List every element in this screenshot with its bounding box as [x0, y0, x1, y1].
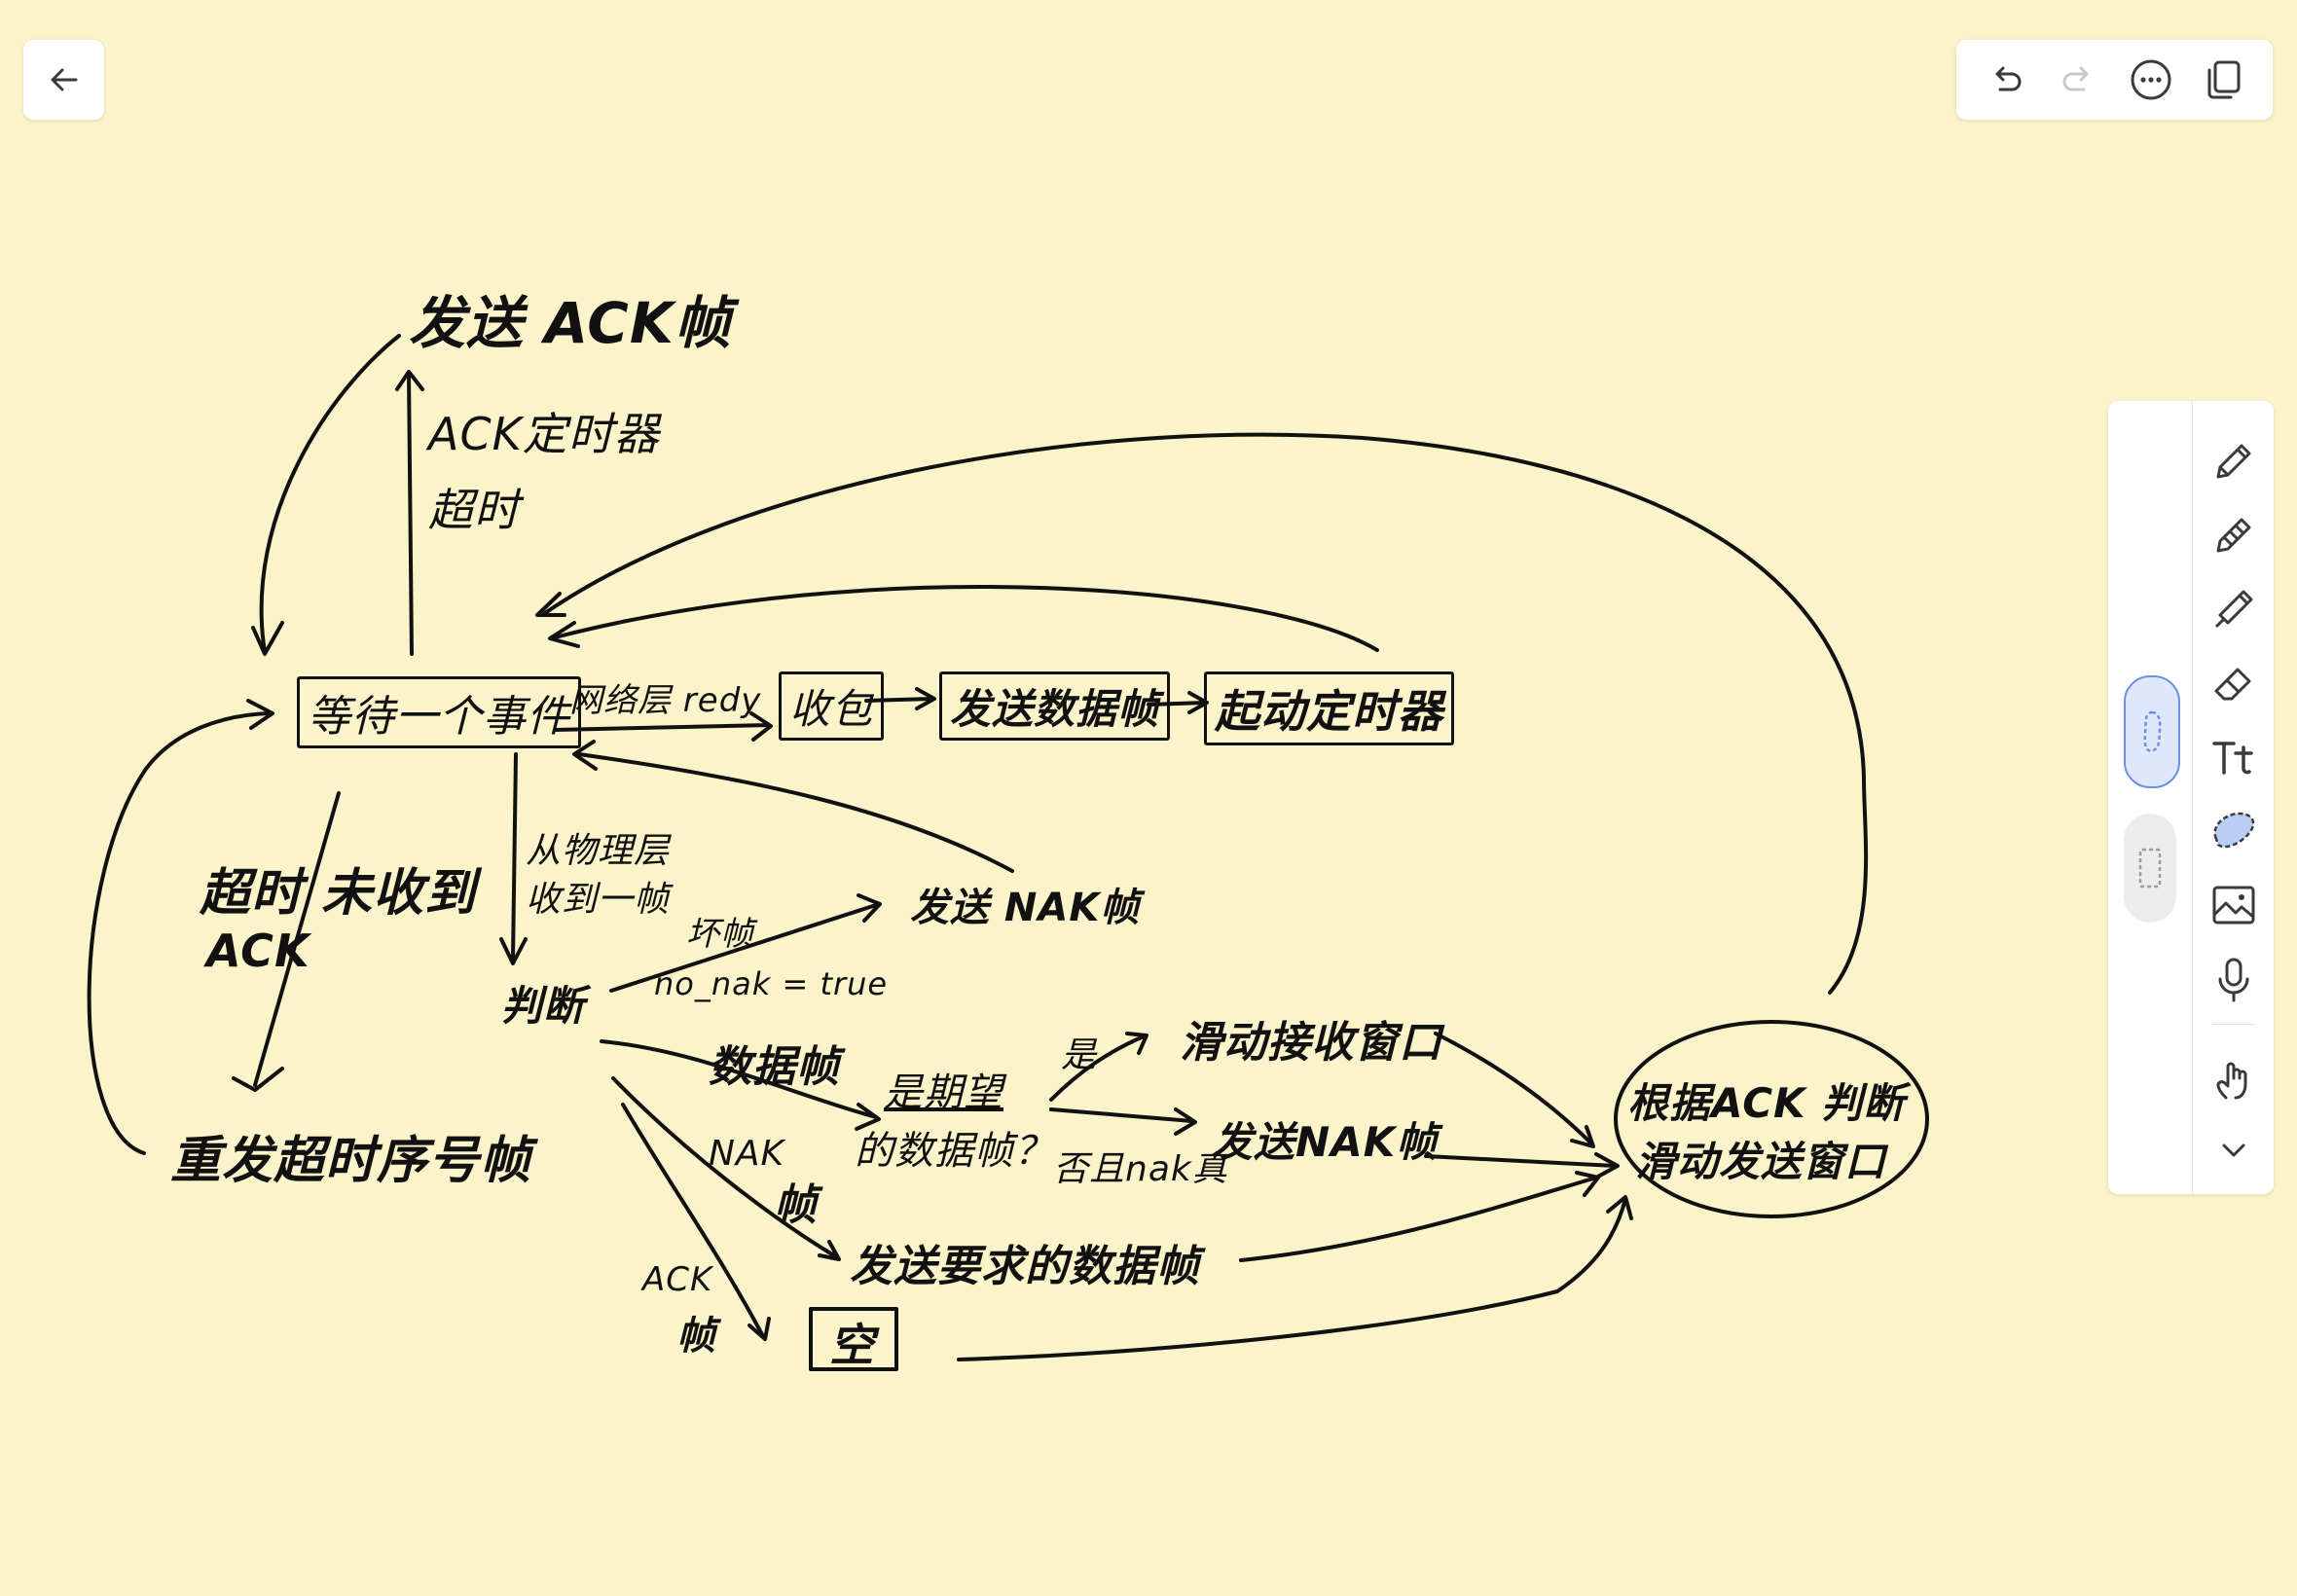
- yes-label: 是: [1061, 1035, 1098, 1075]
- pen-icon: [2216, 444, 2251, 479]
- no-and-nak-label: 否且nak真: [1053, 1149, 1228, 1189]
- ack-frame-arrow: [621, 1103, 771, 1341]
- expected-frame-label: 的数据帧？: [855, 1129, 1054, 1174]
- timeout-no-ack-label: 超时 未收到: [200, 864, 477, 923]
- judge-label: 判断: [501, 982, 586, 1030]
- eraser-tool[interactable]: [2208, 658, 2259, 708]
- toolbar-divider: [2212, 1024, 2255, 1025]
- timer-loop-arrow: [548, 585, 1379, 652]
- expected-to-yes-arrow: [1049, 1032, 1148, 1102]
- more-button[interactable]: [2126, 54, 2176, 105]
- undo-button[interactable]: [1981, 54, 2031, 105]
- arrow-left-icon: [51, 68, 77, 91]
- tool-column: [2192, 401, 2275, 1194]
- judge-ack-ellipse: [1614, 1020, 1929, 1218]
- highlighter-tool[interactable]: [2208, 584, 2259, 635]
- undo-icon: [1995, 66, 2022, 91]
- pencil-tool[interactable]: [2208, 510, 2259, 561]
- nak-back-arrow: [572, 740, 1014, 873]
- redo-icon: [2062, 66, 2089, 91]
- touch-icon: [2216, 1062, 2247, 1100]
- ack-loop-arrow: [251, 334, 401, 656]
- resend-loop-arrow: [87, 699, 274, 1155]
- data-frame-label: 数据帧: [709, 1042, 840, 1092]
- text-icon: [2212, 742, 2253, 775]
- data-frame-arrow: [600, 1039, 881, 1131]
- requested-to-judge-arrow: [1239, 1171, 1600, 1262]
- send-nak-label: 发送 NAK帧: [910, 886, 1141, 930]
- bad-frame-label: 坏帧: [686, 915, 754, 954]
- receive-box: 收包: [779, 671, 885, 741]
- touch-tool[interactable]: [2208, 1053, 2259, 1104]
- copy-icon: [2207, 60, 2241, 99]
- ack-frame-char-label: 帧: [676, 1314, 716, 1359]
- send-ack-label: 发送 ACK帧: [409, 290, 732, 356]
- top-toolbar: [1956, 40, 2273, 120]
- received-frame-label: 收到一帧: [526, 880, 671, 920]
- wait-to-receive-arrow: [553, 711, 773, 742]
- slide-send-window-label: 滑动发送窗口: [1635, 1138, 1887, 1185]
- chevron-down-icon: [2222, 1143, 2245, 1157]
- bad-frame-arrow: [609, 893, 882, 993]
- back-button[interactable]: [23, 40, 104, 120]
- audio-tool[interactable]: [2208, 954, 2259, 1004]
- pages-button[interactable]: [2198, 54, 2248, 105]
- redo-button[interactable]: [2053, 54, 2103, 105]
- nak2-to-judge-arrow: [1424, 1152, 1620, 1179]
- is-expected-label: 是期望: [884, 1070, 1003, 1115]
- nak-frame-char-label: 帧: [774, 1180, 818, 1230]
- lasso-select-mode[interactable]: [2124, 814, 2176, 923]
- lasso-icon: [2213, 812, 2255, 849]
- timeout-no-ack-arrow: [232, 791, 341, 1092]
- ack-frame-label: ACK: [642, 1260, 713, 1299]
- event-to-judge-arrow: [499, 752, 528, 965]
- slide-recv-window-label: 滑动接收窗口: [1180, 1018, 1442, 1068]
- send-to-timer-arrow: [1147, 691, 1209, 714]
- pencil-icon: [2216, 518, 2251, 553]
- ack-timeout-arrow: [395, 370, 424, 656]
- network-ready-label: 网络层 redy: [569, 681, 762, 720]
- slide-to-judge-arrow: [1434, 1032, 1595, 1148]
- side-toolbar: [2108, 401, 2274, 1194]
- text-tool[interactable]: [2208, 732, 2259, 782]
- more-icon: [2131, 59, 2171, 100]
- finger-draw-mode[interactable]: [2124, 675, 2180, 788]
- send-requested-label: 发送要求的数据帧: [850, 1242, 1200, 1291]
- pen-tool[interactable]: [2208, 436, 2259, 487]
- send-nak-2-label: 发送NAK帧: [1212, 1118, 1439, 1166]
- nak-frame-label: NAK: [709, 1134, 785, 1174]
- empty-label: 空: [829, 1319, 875, 1371]
- send-data-frame-box: 发送数据帧: [939, 671, 1171, 741]
- judge-ack-label: 根据ACK 判断: [1627, 1079, 1906, 1127]
- start-timer-box: 起动定时器: [1204, 671, 1454, 745]
- ack-timer-label: ACK定时器: [428, 408, 660, 460]
- expand-toolbar-button[interactable]: [2208, 1125, 2259, 1176]
- outer-loop-arrow: [535, 432, 1869, 995]
- timeout-label: 超时: [428, 484, 520, 536]
- from-physical-label: 从物理层: [526, 831, 671, 871]
- nak-frame-arrow: [611, 1076, 841, 1261]
- expected-to-no-arrow: [1049, 1107, 1197, 1136]
- empty-box: [809, 1307, 898, 1371]
- microphone-icon: [2218, 958, 2249, 1002]
- select-rect-icon: [2138, 848, 2162, 889]
- eraser-icon: [2214, 668, 2251, 701]
- wait-event-box: 等待一个事件: [297, 676, 581, 748]
- timeout-ack-label: ACK: [206, 925, 310, 977]
- image-icon: [2212, 886, 2255, 925]
- highlighter-icon: [2214, 590, 2253, 629]
- image-tool[interactable]: [2208, 880, 2259, 930]
- no-nak-true-label: no_nak = true: [654, 965, 889, 1002]
- empty-to-judge-arrow: [957, 1195, 1633, 1361]
- resend-timeout-label: 重发超时序号帧: [170, 1132, 532, 1190]
- finger-icon: [2143, 710, 2162, 753]
- lasso-tool[interactable]: [2208, 806, 2259, 856]
- receive-to-send-arrow: [864, 687, 936, 710]
